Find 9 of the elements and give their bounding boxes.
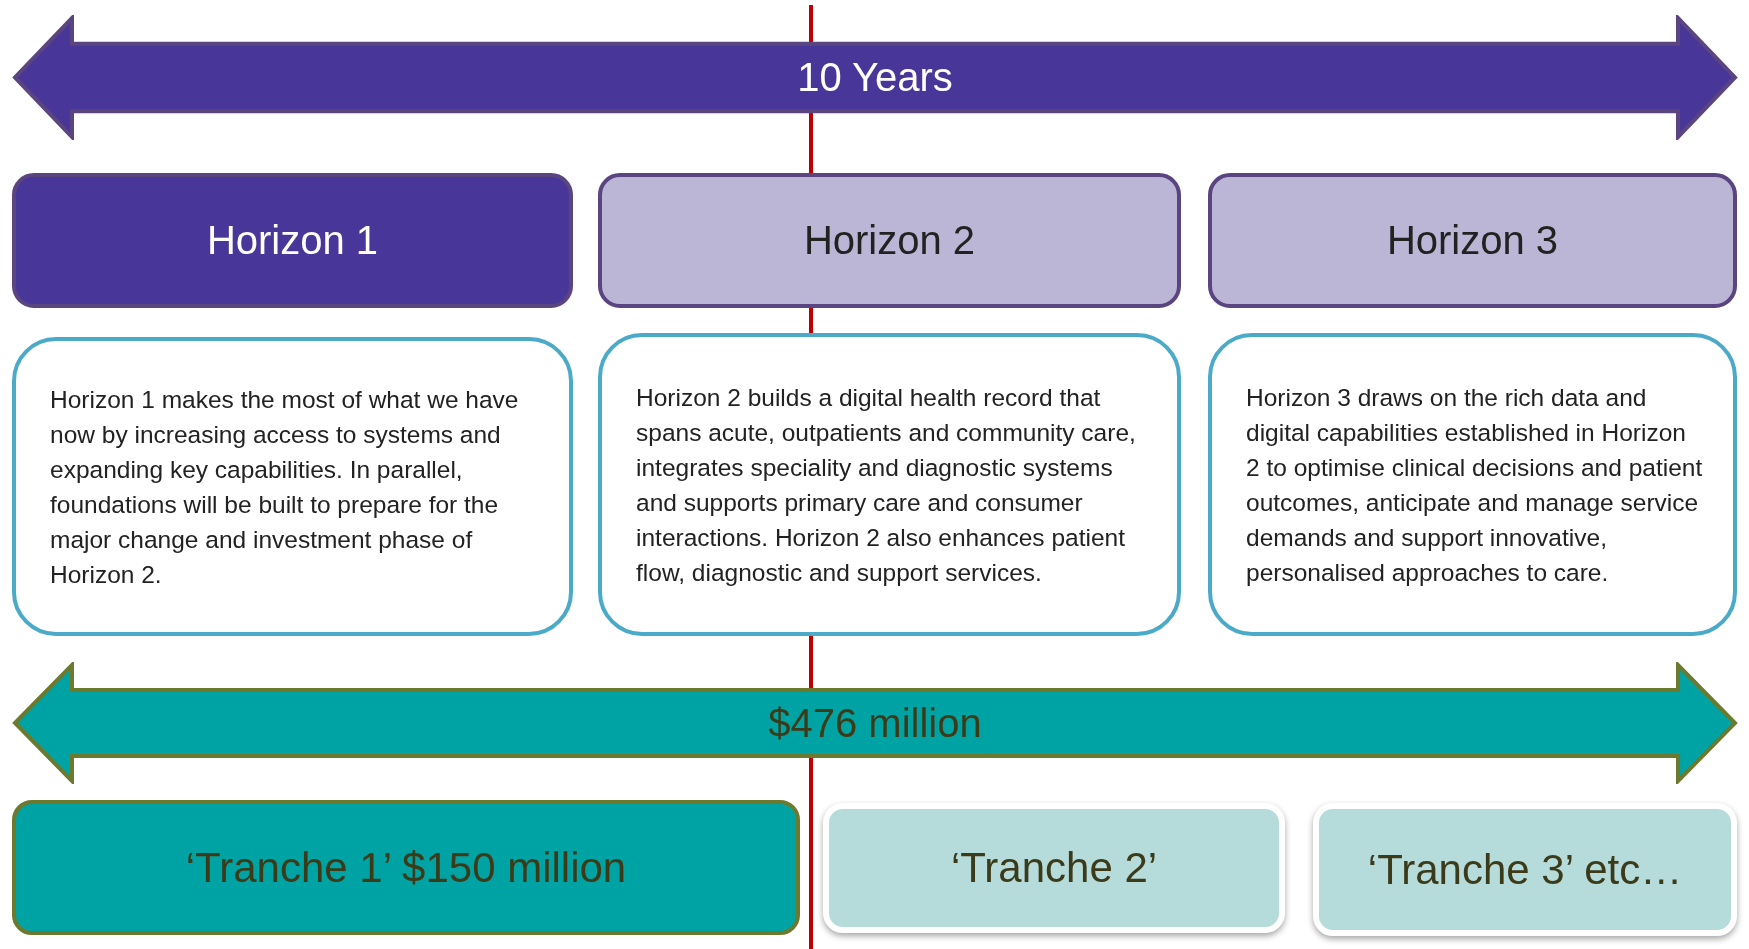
horizon-header: Horizon 2 [598, 173, 1181, 308]
description-card: Horizon 1 makes the most of what we have now by increasing access to systems and expanding key capabilities. In parallel, foundations will be built to prepare for the major change and investment phase of Horizon 2. [12, 337, 573, 636]
description-card: Horizon 3 draws on the rich data and digital capabilities established in Horizon 2 to optimise clinical decisions and patient outcomes, anticipate and manage service demands and support innovative, personalised approaches to care. [1208, 333, 1737, 636]
arrow-label: $476 million [768, 700, 982, 746]
horizon-header: Horizon 1 [12, 173, 573, 308]
horizon-header: Horizon 3 [1208, 173, 1737, 308]
tranche-box: ‘Tranche 1’ $150 million [12, 800, 800, 935]
arrow-label: 10 Years [797, 55, 953, 100]
description-card: Horizon 2 builds a digital health record that spans acute, outpatients and community care, integrates speciality and diagnostic systems and supports primary care and consumer interactions. Horizon 2 also enhances patient flow, diagnostic and support services. [598, 333, 1181, 636]
